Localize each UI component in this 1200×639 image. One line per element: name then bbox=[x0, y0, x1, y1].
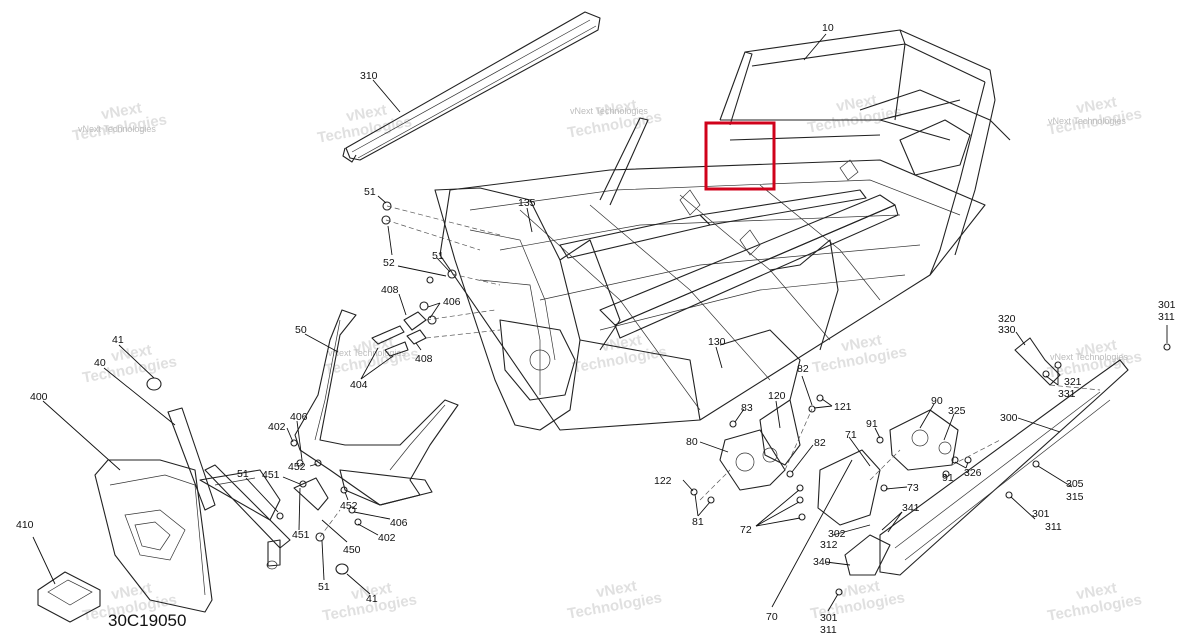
callout-341: 341 bbox=[902, 502, 920, 514]
callout-50: 50 bbox=[295, 324, 307, 336]
watermark-text: vNext bbox=[352, 333, 395, 357]
callout-340: 340 bbox=[813, 556, 831, 568]
watermark: vNext Technologies bbox=[71, 99, 168, 144]
callout-301: 301 bbox=[1158, 299, 1176, 311]
callout-41: 41 bbox=[112, 334, 124, 346]
callout-404: 404 bbox=[350, 379, 368, 391]
callout-330: 330 bbox=[998, 324, 1016, 336]
part-310-bar bbox=[342, 11, 601, 163]
watermark-text: vNext bbox=[1075, 336, 1118, 360]
callout-451: 451 bbox=[262, 469, 280, 481]
watermark-text: vNext Technologies bbox=[78, 124, 156, 134]
front-bumper-assembly bbox=[37, 201, 459, 623]
callout-71: 71 bbox=[845, 429, 857, 441]
watermark-text: vNext bbox=[840, 331, 883, 355]
watermark-text: vNext bbox=[595, 577, 638, 601]
callout-406: 406 bbox=[290, 411, 308, 423]
callout-310: 310 bbox=[360, 70, 378, 82]
callout-311: 311 bbox=[1045, 521, 1062, 533]
callout-40: 40 bbox=[94, 357, 106, 369]
callout-82: 82 bbox=[814, 437, 826, 449]
callout-130: 130 bbox=[708, 336, 726, 348]
callout-51: 51 bbox=[237, 468, 249, 480]
callout-315: 315 bbox=[1066, 491, 1084, 503]
callout-311: 311 bbox=[1158, 311, 1175, 323]
callout-135: 135 bbox=[518, 197, 536, 209]
callout-120: 120 bbox=[768, 390, 786, 402]
callout-402: 402 bbox=[268, 421, 286, 433]
watermark-text: vNext bbox=[835, 91, 878, 115]
callout-452: 452 bbox=[288, 461, 306, 473]
watermark: vNext Technologies bbox=[1046, 579, 1143, 624]
watermark: vNext Technologies bbox=[811, 331, 908, 376]
callout-73: 73 bbox=[907, 482, 919, 494]
callout-408: 408 bbox=[415, 353, 433, 365]
callout-325: 325 bbox=[948, 405, 966, 417]
callout-321: 321 bbox=[1064, 376, 1082, 388]
callout-81: 81 bbox=[692, 516, 704, 528]
callout-326: 326 bbox=[964, 467, 982, 479]
rear-assembly bbox=[690, 337, 1171, 596]
watermark-text: vNext bbox=[838, 577, 881, 601]
callout-300: 300 bbox=[1000, 412, 1018, 424]
callout-121: 121 bbox=[834, 401, 852, 413]
watermark-text: vNext bbox=[100, 99, 143, 123]
watermark: vNext Technologies bbox=[806, 91, 903, 136]
callout-302: 302 bbox=[828, 528, 846, 540]
callout-51: 51 bbox=[318, 581, 330, 593]
callout-83: 83 bbox=[741, 402, 753, 414]
callout-labels: 10 310 135 51 52 51 408 406 408 404 50 4… bbox=[16, 22, 1176, 636]
guide-lines bbox=[319, 205, 1101, 538]
leader-lines bbox=[32, 33, 1168, 612]
callout-41: 41 bbox=[366, 593, 378, 605]
callout-51: 51 bbox=[432, 250, 444, 262]
watermark: vNext Technologies bbox=[566, 577, 663, 622]
callout-406: 406 bbox=[390, 517, 408, 529]
watermark-text: vNext bbox=[1075, 579, 1118, 603]
watermark: vNext Technologies bbox=[566, 96, 663, 141]
callout-70: 70 bbox=[766, 611, 778, 623]
callout-122: 122 bbox=[654, 475, 672, 487]
callout-51: 51 bbox=[364, 186, 376, 198]
callout-52: 52 bbox=[383, 257, 395, 269]
callout-311: 311 bbox=[820, 624, 837, 636]
callout-400: 400 bbox=[30, 391, 48, 403]
watermark-text: vNext bbox=[110, 341, 153, 365]
callout-72: 72 bbox=[740, 524, 752, 536]
callout-408: 408 bbox=[381, 284, 399, 296]
watermark-layer: vNext Technologies vNext Technologies vN… bbox=[71, 91, 1143, 624]
callout-10: 10 bbox=[822, 22, 834, 34]
watermark-text: vNext Technologies bbox=[1050, 352, 1128, 362]
callout-406: 406 bbox=[443, 296, 461, 308]
callout-402: 402 bbox=[378, 532, 396, 544]
main-frame bbox=[434, 29, 1011, 431]
callout-331: 331 bbox=[1058, 388, 1076, 400]
callout-451: 451 bbox=[292, 529, 310, 541]
callout-305: 305 bbox=[1066, 478, 1084, 490]
watermark-text: vNext bbox=[1075, 93, 1118, 117]
callout-301: 301 bbox=[820, 612, 838, 624]
callout-410: 410 bbox=[16, 519, 34, 531]
callout-82: 82 bbox=[797, 363, 809, 375]
diagram-code: 30C19050 bbox=[108, 611, 186, 630]
callout-301: 301 bbox=[1032, 508, 1050, 520]
callout-320: 320 bbox=[998, 313, 1016, 325]
watermark-text: vNext Technologies bbox=[328, 348, 406, 358]
callout-90: 90 bbox=[931, 395, 943, 407]
watermark-text: vNext bbox=[110, 579, 153, 603]
watermark-text: vNext bbox=[595, 96, 638, 120]
watermark: vNext Technologies bbox=[1046, 93, 1143, 138]
watermark-text: vNext Technologies bbox=[1048, 116, 1126, 126]
highlight-box bbox=[704, 121, 776, 191]
callout-91: 91 bbox=[866, 418, 878, 430]
watermark-text: vNext Technologies bbox=[570, 106, 648, 116]
callout-452: 452 bbox=[340, 500, 358, 512]
callout-80: 80 bbox=[686, 436, 698, 448]
callout-312: 312 bbox=[820, 539, 838, 551]
watermark-text: vNext bbox=[345, 101, 388, 125]
callout-450: 450 bbox=[343, 544, 361, 556]
callout-91: 91 bbox=[942, 472, 954, 484]
